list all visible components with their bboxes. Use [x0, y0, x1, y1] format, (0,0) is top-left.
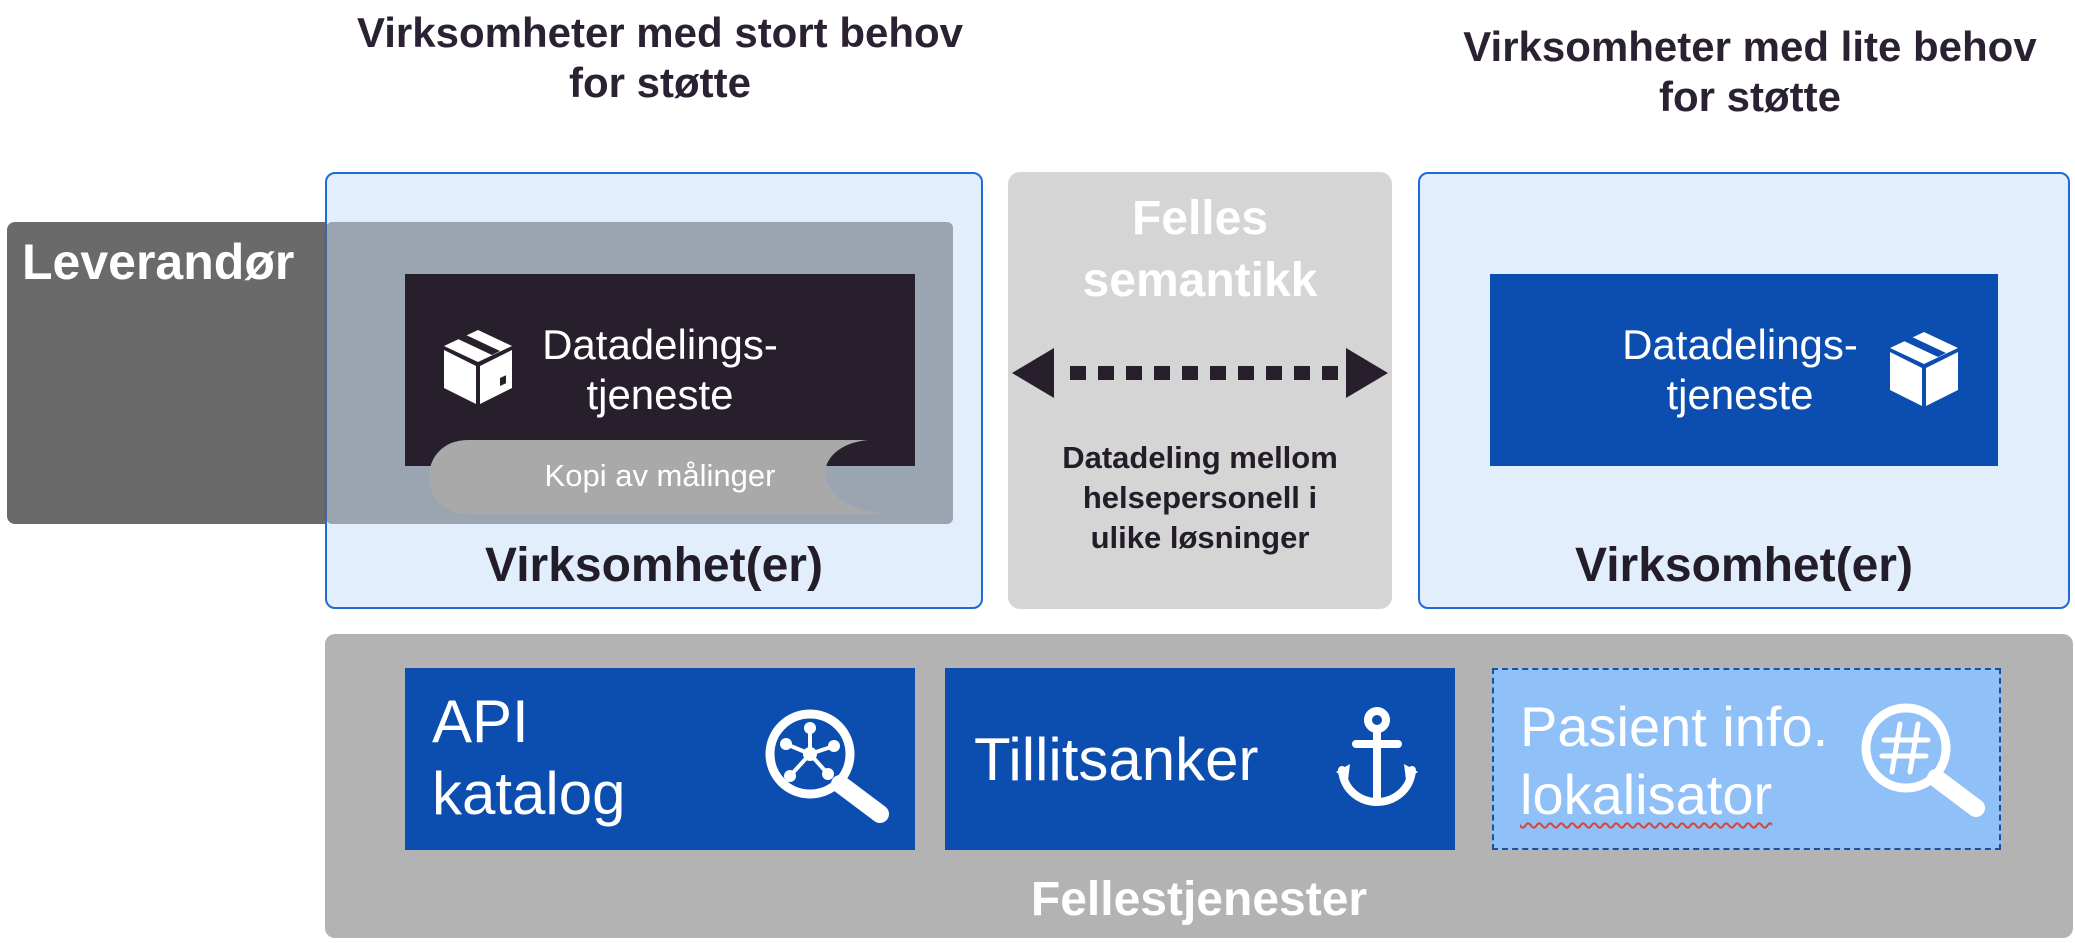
hash-magnifier-icon [1861, 703, 1985, 817]
right-organization-label: Virksomhet(er) [1575, 539, 1913, 592]
trust-anchor-label: Tillitsanker [974, 726, 1259, 793]
package-icon [444, 330, 512, 404]
common-semantics-title: Felles semantikk [1082, 192, 1318, 307]
heading-large-need: Virksomheter med stort behov for støtte [356, 9, 964, 106]
patient-info-label-line2: lokalisator [1520, 763, 1773, 826]
heading-small-need: Virksomheter med lite behov for støtte [1463, 23, 2037, 120]
api-catalog-label: API katalog [432, 688, 626, 827]
common-semantics-panel [1008, 172, 1392, 609]
left-service-label: Datadelings- tjeneste [542, 321, 778, 418]
network-magnifier-icon [765, 709, 889, 823]
package-icon [1890, 332, 1958, 406]
data-sharing-caption: Datadeling mellom helsepersonell i ulike… [1062, 440, 1338, 555]
api-catalog-box [405, 668, 915, 850]
patient-info-label-line1: Pasient info. [1520, 695, 1829, 758]
common-services-label: Fellestjenester [1030, 873, 1368, 926]
copy-wave-shape [429, 440, 888, 514]
anchor-icon [1336, 707, 1418, 807]
right-service-label: Datadelings- tjeneste [1622, 321, 1858, 418]
copy-measurements-label: Kopi av målinger [544, 458, 776, 493]
bidirectional-arrow-icon [1012, 348, 1388, 398]
leverandor-label: Leverandør [22, 234, 295, 290]
trust-anchor-box [945, 668, 1455, 850]
patient-info-locator-box [1492, 668, 2001, 850]
left-organization-label: Virksomhet(er) [485, 539, 823, 592]
